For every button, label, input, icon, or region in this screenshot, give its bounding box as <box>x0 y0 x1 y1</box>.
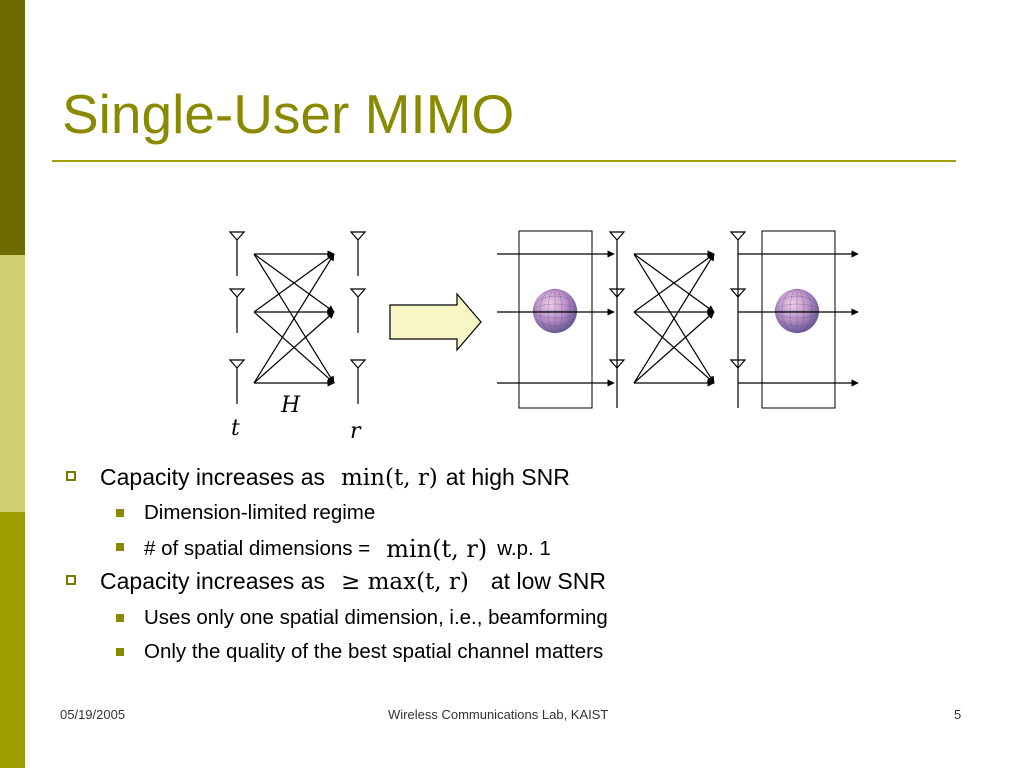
slide-sidebar <box>0 0 25 768</box>
subbullet-text: # of spatial dimensions = <box>144 537 371 560</box>
subbullet-square-icon <box>116 543 124 551</box>
label-r: r <box>350 419 362 444</box>
footer-date: 05/19/2005 <box>60 707 126 722</box>
bullet-capacity-high-snr: Capacity increases as min(t, r) at high … <box>66 464 570 491</box>
rx-antenna-icon <box>349 231 367 276</box>
sidebar-band-bottom <box>0 512 25 768</box>
tx-antennas <box>228 231 246 404</box>
subbullet-text-post: w.p. 1 <box>497 537 551 560</box>
rx-antenna-icon <box>349 288 367 333</box>
label-H: H <box>280 393 301 418</box>
bullet-math: ≥ max(t, r) <box>341 568 469 595</box>
antenna-icon <box>608 359 626 369</box>
footer-page-number: 5 <box>954 707 962 722</box>
antenna-icon <box>729 359 747 369</box>
channel-paths <box>253 250 335 387</box>
antenna-icon <box>729 288 747 298</box>
rx-antennas <box>349 231 367 404</box>
subbullet-square-icon <box>116 648 124 656</box>
tx-antenna-icon <box>228 288 246 333</box>
footer-center-text: Wireless Communications Lab, KAIST <box>388 707 609 722</box>
channel-paths-right <box>633 250 715 387</box>
subbullet-math: min(t, r) <box>386 535 488 563</box>
title-underline <box>52 160 956 162</box>
subbullet-beamforming: Uses only one spatial dimension, i.e., b… <box>116 606 608 630</box>
transform-arrow <box>389 292 482 352</box>
subbullet-square-icon <box>116 614 124 622</box>
signal-lines <box>497 250 859 387</box>
rx-antenna-icon <box>349 359 367 404</box>
subbullet-square-icon <box>116 509 124 517</box>
subbullet-text: Dimension-limited regime <box>144 501 376 524</box>
subbullet-best-channel: Only the quality of the best spatial cha… <box>116 640 603 664</box>
bullet-capacity-low-snr: Capacity increases as ≥ max(t, r) at low… <box>66 568 606 595</box>
subbullet-text: Only the quality of the best spatial cha… <box>144 640 604 663</box>
subbullet-text: Uses only one spatial dimension, i.e., b… <box>144 606 608 629</box>
bullet-text-post: at high SNR <box>445 464 570 490</box>
bullet-text: Capacity increases as <box>100 464 325 490</box>
tx-antenna-icon <box>228 359 246 404</box>
subbullet-spatial-dimensions: # of spatial dimensions = min(t, r) w.p.… <box>116 535 551 563</box>
precoder-box <box>518 230 593 409</box>
slide-title: Single-User MIMO <box>62 83 515 145</box>
tx-antenna-icon <box>228 231 246 276</box>
bullet-square-icon <box>66 575 76 585</box>
combiner-sphere <box>774 288 820 334</box>
label-t: t <box>231 416 240 441</box>
subbullet-dimension-limited: Dimension-limited regime <box>116 501 375 525</box>
right-antennas <box>608 231 747 408</box>
bullet-text-post: at low SNR <box>490 568 606 594</box>
mimo-diagram: t H r <box>228 230 859 444</box>
sidebar-band-top <box>0 0 25 255</box>
bullet-math: min(t, r) <box>341 464 438 491</box>
bullet-square-icon <box>66 471 76 481</box>
sidebar-band-middle <box>0 255 25 512</box>
antenna-icon <box>608 231 626 408</box>
antenna-icon <box>608 288 626 298</box>
precoder-sphere <box>532 288 578 334</box>
antenna-icon <box>729 231 747 408</box>
bullet-text: Capacity increases as <box>100 568 325 594</box>
